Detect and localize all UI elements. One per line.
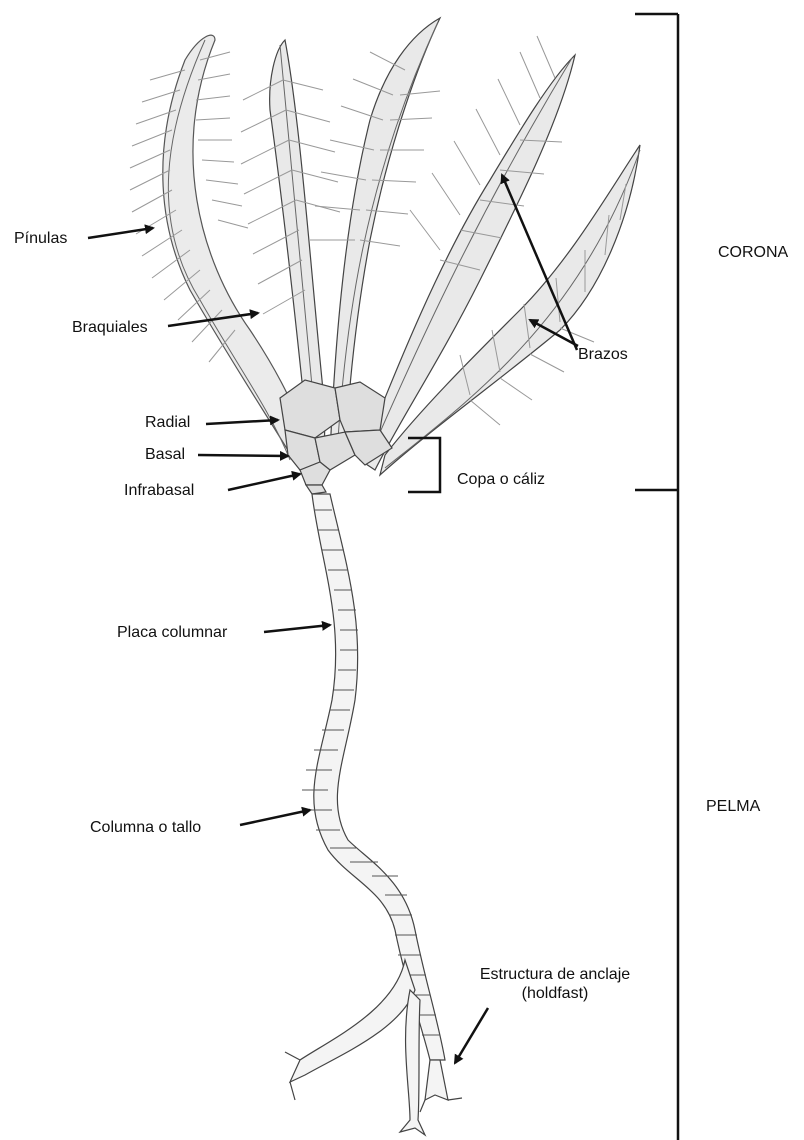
region-pelma: PELMA <box>706 797 760 816</box>
label-brazos: Brazos <box>578 345 628 364</box>
label-braquiales: Braquiales <box>72 318 148 337</box>
label-basal: Basal <box>145 445 185 464</box>
label-columna: Columna o tallo <box>90 818 201 837</box>
label-anclaje-line1: Estructura de anclaje <box>470 965 640 984</box>
label-infrabasal: Infrabasal <box>124 481 194 500</box>
arrow-pinulas <box>88 228 153 238</box>
arrow-infrabasal <box>228 474 300 490</box>
region-corona: CORONA <box>718 243 788 262</box>
label-anclaje: Estructura de anclaje (holdfast) <box>470 965 640 1003</box>
label-placa-columnar: Placa columnar <box>117 623 227 642</box>
calyx-plates <box>280 380 392 494</box>
arrow-anclaje <box>455 1008 488 1063</box>
arrow-basal <box>198 455 288 456</box>
region-bracket <box>635 14 678 1140</box>
label-pinulas: Pínulas <box>14 229 67 248</box>
label-arrows <box>88 175 578 1063</box>
arrow-placa-columnar <box>264 625 330 632</box>
stem <box>302 494 445 1060</box>
label-radial: Radial <box>145 413 190 432</box>
crown-arms <box>130 18 640 475</box>
arrow-radial <box>206 420 278 424</box>
arrow-columna <box>240 810 310 825</box>
label-copa: Copa o cáliz <box>457 470 545 489</box>
label-anclaje-line2: (holdfast) <box>470 984 640 1003</box>
